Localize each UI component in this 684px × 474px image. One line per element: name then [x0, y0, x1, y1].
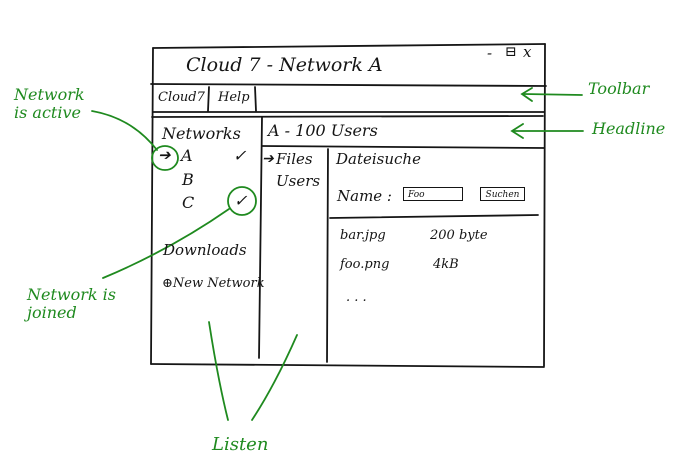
- menu-help[interactable]: Help: [218, 90, 250, 105]
- sidebar-heading: Networks: [162, 124, 241, 143]
- annotation-toolbar: Toolbar: [588, 79, 650, 98]
- file-size: 4kB: [433, 257, 459, 272]
- window-title: Cloud 7 - Network A: [186, 54, 383, 76]
- search-title: Dateisuche: [336, 150, 421, 168]
- downloads-item[interactable]: Downloads: [163, 241, 247, 259]
- file-name[interactable]: foo.png: [340, 257, 390, 272]
- file-size: 200 byte: [430, 228, 488, 243]
- plus-icon: ⊕: [162, 276, 173, 291]
- joined-check-icon: ✓: [233, 146, 247, 165]
- active-network-arrow-icon: ➔: [158, 146, 171, 164]
- name-label: Name :: [337, 187, 392, 205]
- more-files-ellipsis: . . .: [346, 290, 367, 305]
- list-item-users[interactable]: Users: [276, 172, 321, 190]
- network-item-c[interactable]: C: [182, 193, 195, 212]
- selected-item-arrow-icon: ➔: [262, 151, 274, 167]
- menu-cloud7[interactable]: Cloud7: [158, 90, 205, 105]
- network-item-a[interactable]: A: [181, 146, 193, 165]
- annotation-listen: Listen: [212, 434, 269, 455]
- close-icon[interactable]: x: [523, 43, 532, 61]
- new-network-button[interactable]: ⊕New Network: [162, 276, 265, 291]
- list-item-files[interactable]: Files: [276, 150, 313, 168]
- minimize-icon[interactable]: -: [487, 44, 493, 62]
- annotation-network-joined: Network is joined: [27, 285, 116, 322]
- annotation-headline: Headline: [592, 119, 666, 138]
- annotation-network-active: Network is active: [14, 85, 85, 122]
- maximize-icon[interactable]: ⊟: [505, 44, 517, 60]
- network-item-b[interactable]: B: [182, 170, 194, 189]
- search-button[interactable]: Suchen: [480, 187, 525, 201]
- name-input[interactable]: Foo: [403, 187, 463, 201]
- file-name[interactable]: bar.jpg: [340, 228, 386, 243]
- headline: A - 100 Users: [268, 121, 378, 140]
- joined-check-icon: ✓: [234, 191, 248, 210]
- new-network-label: New Network: [172, 276, 265, 291]
